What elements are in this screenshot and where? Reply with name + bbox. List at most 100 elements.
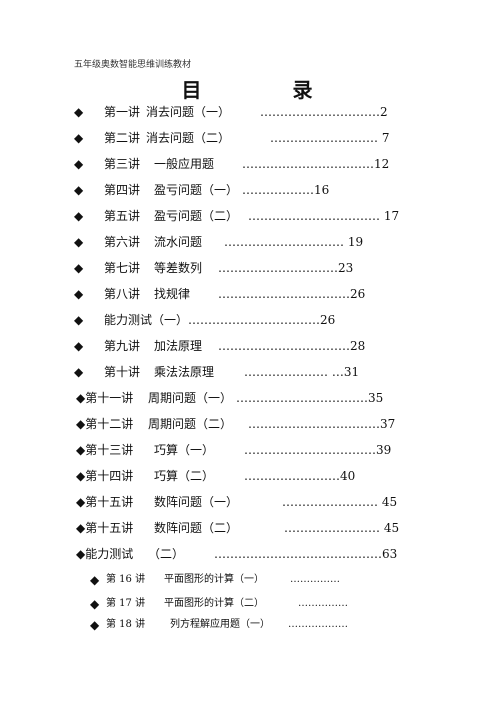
diamond-bullet-icon: ◆ [74, 157, 84, 171]
toc-entry: ◆ 第六讲 流水问题 ………………………… 19 [74, 235, 363, 249]
toc-lecture: 第 18 讲 [106, 619, 146, 630]
diamond-bullet-icon: ◆ [76, 521, 86, 535]
toc-entry: ◆ 能力测试（一） ……………………………26 [74, 313, 335, 327]
toc-entry: ◆ 第 16 讲 平面图形的计算（一） …………… [90, 573, 340, 588]
toc-leader: …………………………… 17 [248, 209, 400, 223]
toc-entry: ◆第十四讲 巧算（二） ……………………40 [76, 469, 355, 483]
toc-lecture: 能力测试（一） [104, 313, 189, 327]
toc-lecture: 第十三讲 [85, 443, 134, 457]
toc-leader: ……………………………26 [188, 313, 336, 327]
toc-lecture: 第四讲 [104, 183, 141, 197]
document-header: 五年级奥数智能思维训练教材 [74, 60, 192, 70]
toc-entry: ◆ 第三讲 一般应用题 ……………………………12 [74, 157, 389, 171]
toc-topic: 盈亏问题（二） [154, 209, 239, 223]
toc-lecture: 第 16 讲 [106, 574, 146, 585]
toc-lecture: 第十一讲 [85, 391, 134, 405]
toc-lecture: 第十讲 [104, 365, 141, 379]
toc-topic: 巧算（二） [154, 469, 215, 483]
toc-leader: …………… [298, 598, 348, 609]
toc-entry: ◆能力测试 （二） ……………………………………63 [76, 547, 397, 561]
toc-lecture: 第 17 讲 [106, 598, 146, 609]
diamond-bullet-icon: ◆ [90, 573, 100, 587]
toc-topic: 数阵问题（二） [154, 521, 239, 535]
toc-topic: 盈亏问题（一） [154, 183, 239, 197]
toc-topic: （二） [148, 547, 185, 561]
diamond-bullet-icon: ◆ [76, 495, 86, 509]
toc-topic: 乘法法原理 [154, 365, 215, 379]
toc-leader: …………… [290, 574, 340, 585]
diamond-bullet-icon: ◆ [76, 391, 86, 405]
toc-leader: ……………………………28 [218, 339, 366, 353]
toc-lecture: 第一讲 [104, 105, 141, 119]
toc-topic: 找规律 [154, 287, 191, 301]
toc-leader: ……………………………………63 [214, 547, 398, 561]
toc-entry: ◆ 第十讲 乘法法原理 ………………… …31 [74, 365, 359, 379]
toc-lecture: 第十二讲 [85, 417, 134, 431]
toc-entry: ◆ 第五讲 盈亏问题（二） …………………………… 17 [74, 209, 399, 223]
toc-leader: …………………… 45 [282, 495, 398, 509]
toc-topic: 一般应用题 [154, 157, 215, 171]
toc-lecture: 第十五讲 [85, 495, 134, 509]
toc-entry: ◆ 第 18 讲 列方程解应用题（一） ……………… [90, 619, 348, 633]
toc-entry: ◆ 第九讲 加法原理 ……………………………28 [74, 339, 365, 353]
toc-entry: ◆ 第二讲 消去问题（二） ……………………… 7 [74, 131, 389, 145]
diamond-bullet-icon: ◆ [74, 105, 84, 119]
diamond-bullet-icon: ◆ [74, 209, 84, 223]
toc-leader: ……………… [288, 619, 348, 630]
toc-topic: 列方程解应用题（一） [170, 619, 270, 630]
diamond-bullet-icon: ◆ [76, 547, 86, 561]
toc-leader: ……………………… 7 [270, 131, 390, 145]
toc-topic: 平面图形的计算（二） [164, 598, 264, 609]
diamond-bullet-icon: ◆ [74, 131, 84, 145]
toc-topic: 流水问题 [154, 235, 203, 249]
toc-leader: ………………16 [242, 183, 330, 197]
toc-leader: …………………………23 [218, 261, 354, 275]
toc-entry: ◆ 第四讲 盈亏问题（一） ………………16 [74, 183, 329, 197]
toc-leader: ………………… …31 [244, 365, 360, 379]
diamond-bullet-icon: ◆ [90, 597, 100, 611]
diamond-bullet-icon: ◆ [76, 443, 86, 457]
toc-leader: ……………………………35 [236, 391, 384, 405]
toc-entry: ◆ 第一讲 消去问题（一） …………………………2 [74, 105, 388, 119]
toc-topic: 巧算（一） [154, 443, 215, 457]
toc-leader: ……………………………12 [242, 157, 390, 171]
toc-lecture: 第六讲 [104, 235, 141, 249]
toc-topic: 加法原理 [154, 339, 203, 353]
toc-lecture: 第五讲 [104, 209, 141, 223]
toc-leader: ……………………………26 [218, 287, 366, 301]
diamond-bullet-icon: ◆ [74, 287, 84, 301]
toc-entry: ◆第十五讲 数阵问题（二） …………………… 45 [76, 521, 399, 535]
diamond-bullet-icon: ◆ [74, 339, 84, 353]
toc-leader: …………………… 45 [284, 521, 400, 535]
toc-topic: 数阵问题（一） [154, 495, 239, 509]
toc-topic: 周期问题（一） [148, 391, 233, 405]
toc-lecture: 第二讲 [104, 131, 141, 145]
toc-topic: 等差数列 [154, 261, 203, 275]
toc-entry: ◆ 第八讲 找规律 ……………………………26 [74, 287, 365, 301]
toc-lecture: 第十四讲 [85, 469, 134, 483]
toc-entry: ◆第十二讲 周期问题（二） ……………………………37 [76, 417, 395, 431]
toc-lecture: 第十五讲 [85, 521, 134, 535]
page-title: 目 录 [181, 78, 355, 102]
toc-entry: ◆第十五讲 数阵问题（一） …………………… 45 [76, 495, 397, 509]
diamond-bullet-icon: ◆ [74, 365, 84, 379]
toc-entry: ◆第十三讲 巧算（一） ……………………………39 [76, 443, 391, 457]
toc-leader: ……………………………39 [244, 443, 392, 457]
toc-topic: 平面图形的计算（一） [164, 574, 264, 585]
toc-leader: ……………………40 [244, 469, 356, 483]
toc-lecture: 第三讲 [104, 157, 141, 171]
toc-lecture: 能力测试 [85, 547, 134, 561]
diamond-bullet-icon: ◆ [74, 183, 84, 197]
toc-leader: …………………………2 [260, 105, 388, 119]
diamond-bullet-icon: ◆ [74, 235, 84, 249]
toc-leader: ………………………… 19 [224, 235, 364, 249]
toc-lecture: 第七讲 [104, 261, 141, 275]
toc-topic: 周期问题（二） [148, 417, 233, 431]
toc-entry: ◆ 第七讲 等差数列 …………………………23 [74, 261, 353, 275]
toc-topic: 消去问题（二） [146, 131, 231, 145]
diamond-bullet-icon: ◆ [74, 261, 84, 275]
toc-leader: ……………………………37 [248, 417, 396, 431]
toc-lecture: 第八讲 [104, 287, 141, 301]
toc-entry: ◆第十一讲 周期问题（一） ……………………………35 [76, 391, 383, 405]
